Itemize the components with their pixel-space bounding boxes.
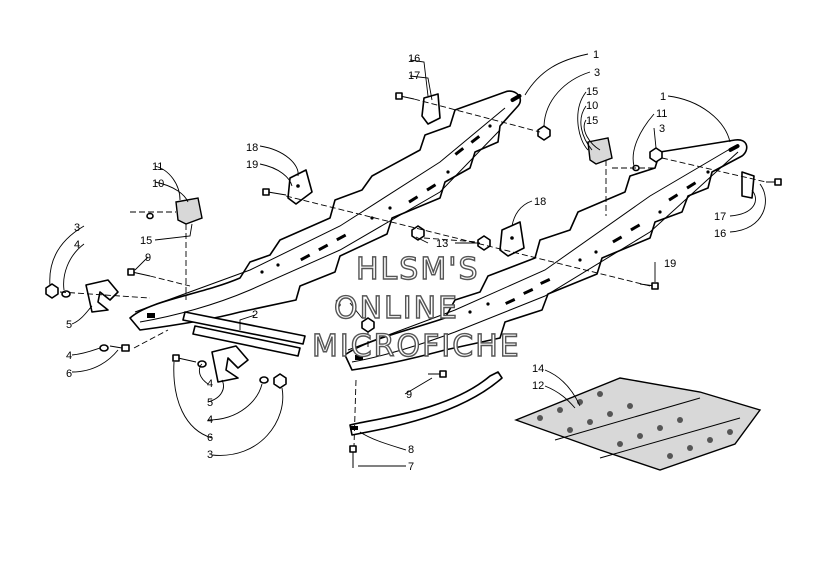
callout-10: 10: [152, 178, 164, 190]
upper-clip-right: [741, 171, 755, 199]
front-bracket-right: [587, 137, 613, 165]
alignment-lines: [59, 98, 767, 447]
callout-2: 2: [252, 309, 258, 321]
callout-4: 4: [66, 350, 72, 362]
callout-5: 5: [207, 397, 213, 409]
mid-plate-left: [287, 169, 313, 205]
callout-11: 11: [152, 161, 163, 173]
callout-3: 3: [659, 123, 665, 135]
callout-17: 17: [714, 211, 726, 223]
upper-clip-left: [421, 93, 441, 125]
callout-1: 1: [660, 91, 666, 103]
callout-5: 5: [66, 319, 72, 331]
left-rail-slots: [147, 94, 522, 318]
callout-11: 11: [656, 108, 667, 120]
callout-16: 16: [408, 53, 420, 65]
callout-1: 1: [593, 49, 599, 61]
callout-3: 3: [594, 67, 600, 79]
watermark-line-2: ONLINE: [334, 291, 459, 326]
callout-18: 18: [246, 142, 258, 154]
callout-9: 9: [145, 252, 151, 264]
callout-3: 3: [207, 449, 213, 461]
callout-13: 13: [436, 238, 448, 250]
callout-15: 15: [586, 115, 598, 127]
callout-12: 12: [532, 380, 544, 392]
callout-15: 15: [586, 86, 598, 98]
cross-shafts: [182, 311, 306, 357]
callout-17: 17: [408, 70, 420, 82]
stopper-block-lower: [211, 345, 249, 383]
wear-strip: [349, 371, 503, 436]
watermark-line-1: HLSM'S: [356, 252, 480, 287]
callout-16: 16: [714, 228, 726, 240]
wear-strip-screw: [349, 445, 357, 468]
callout-3: 3: [74, 222, 80, 234]
leader-lines: [49, 53, 766, 467]
front-bracket-left: [175, 197, 203, 225]
callout-10: 10: [586, 100, 598, 112]
watermark: HLSM'S ONLINE MICROFICHE: [311, 251, 521, 364]
track-section: [514, 377, 762, 471]
right-rail-slots: [355, 144, 740, 360]
callout-19: 19: [246, 159, 258, 171]
callout-4: 4: [207, 414, 213, 426]
callout-4: 4: [74, 239, 80, 251]
callout-19: 19: [664, 258, 676, 270]
bolts: [109, 92, 782, 378]
watermark-line-3: MICROFICHE: [312, 329, 521, 364]
right-slide-rail: [344, 139, 748, 371]
left-slide-rail: [129, 90, 522, 331]
mid-plate-right: [499, 221, 525, 257]
callout-6: 6: [66, 368, 72, 380]
callout-8: 8: [408, 444, 414, 456]
callout-9: 9: [406, 389, 412, 401]
callouts: 1 3 16 17 1 15 10 15 11 3 18 19 11 10 15…: [66, 49, 726, 473]
nuts-and-washers: [45, 125, 663, 389]
callout-14: 14: [532, 363, 544, 375]
callout-6: 6: [207, 432, 213, 444]
callout-3: 3: [335, 298, 341, 310]
stopper-block-upper: [85, 279, 119, 313]
callout-18: 18: [534, 196, 546, 208]
callout-7: 7: [408, 461, 414, 473]
callout-4: 4: [207, 378, 213, 390]
callout-15: 15: [140, 235, 152, 247]
